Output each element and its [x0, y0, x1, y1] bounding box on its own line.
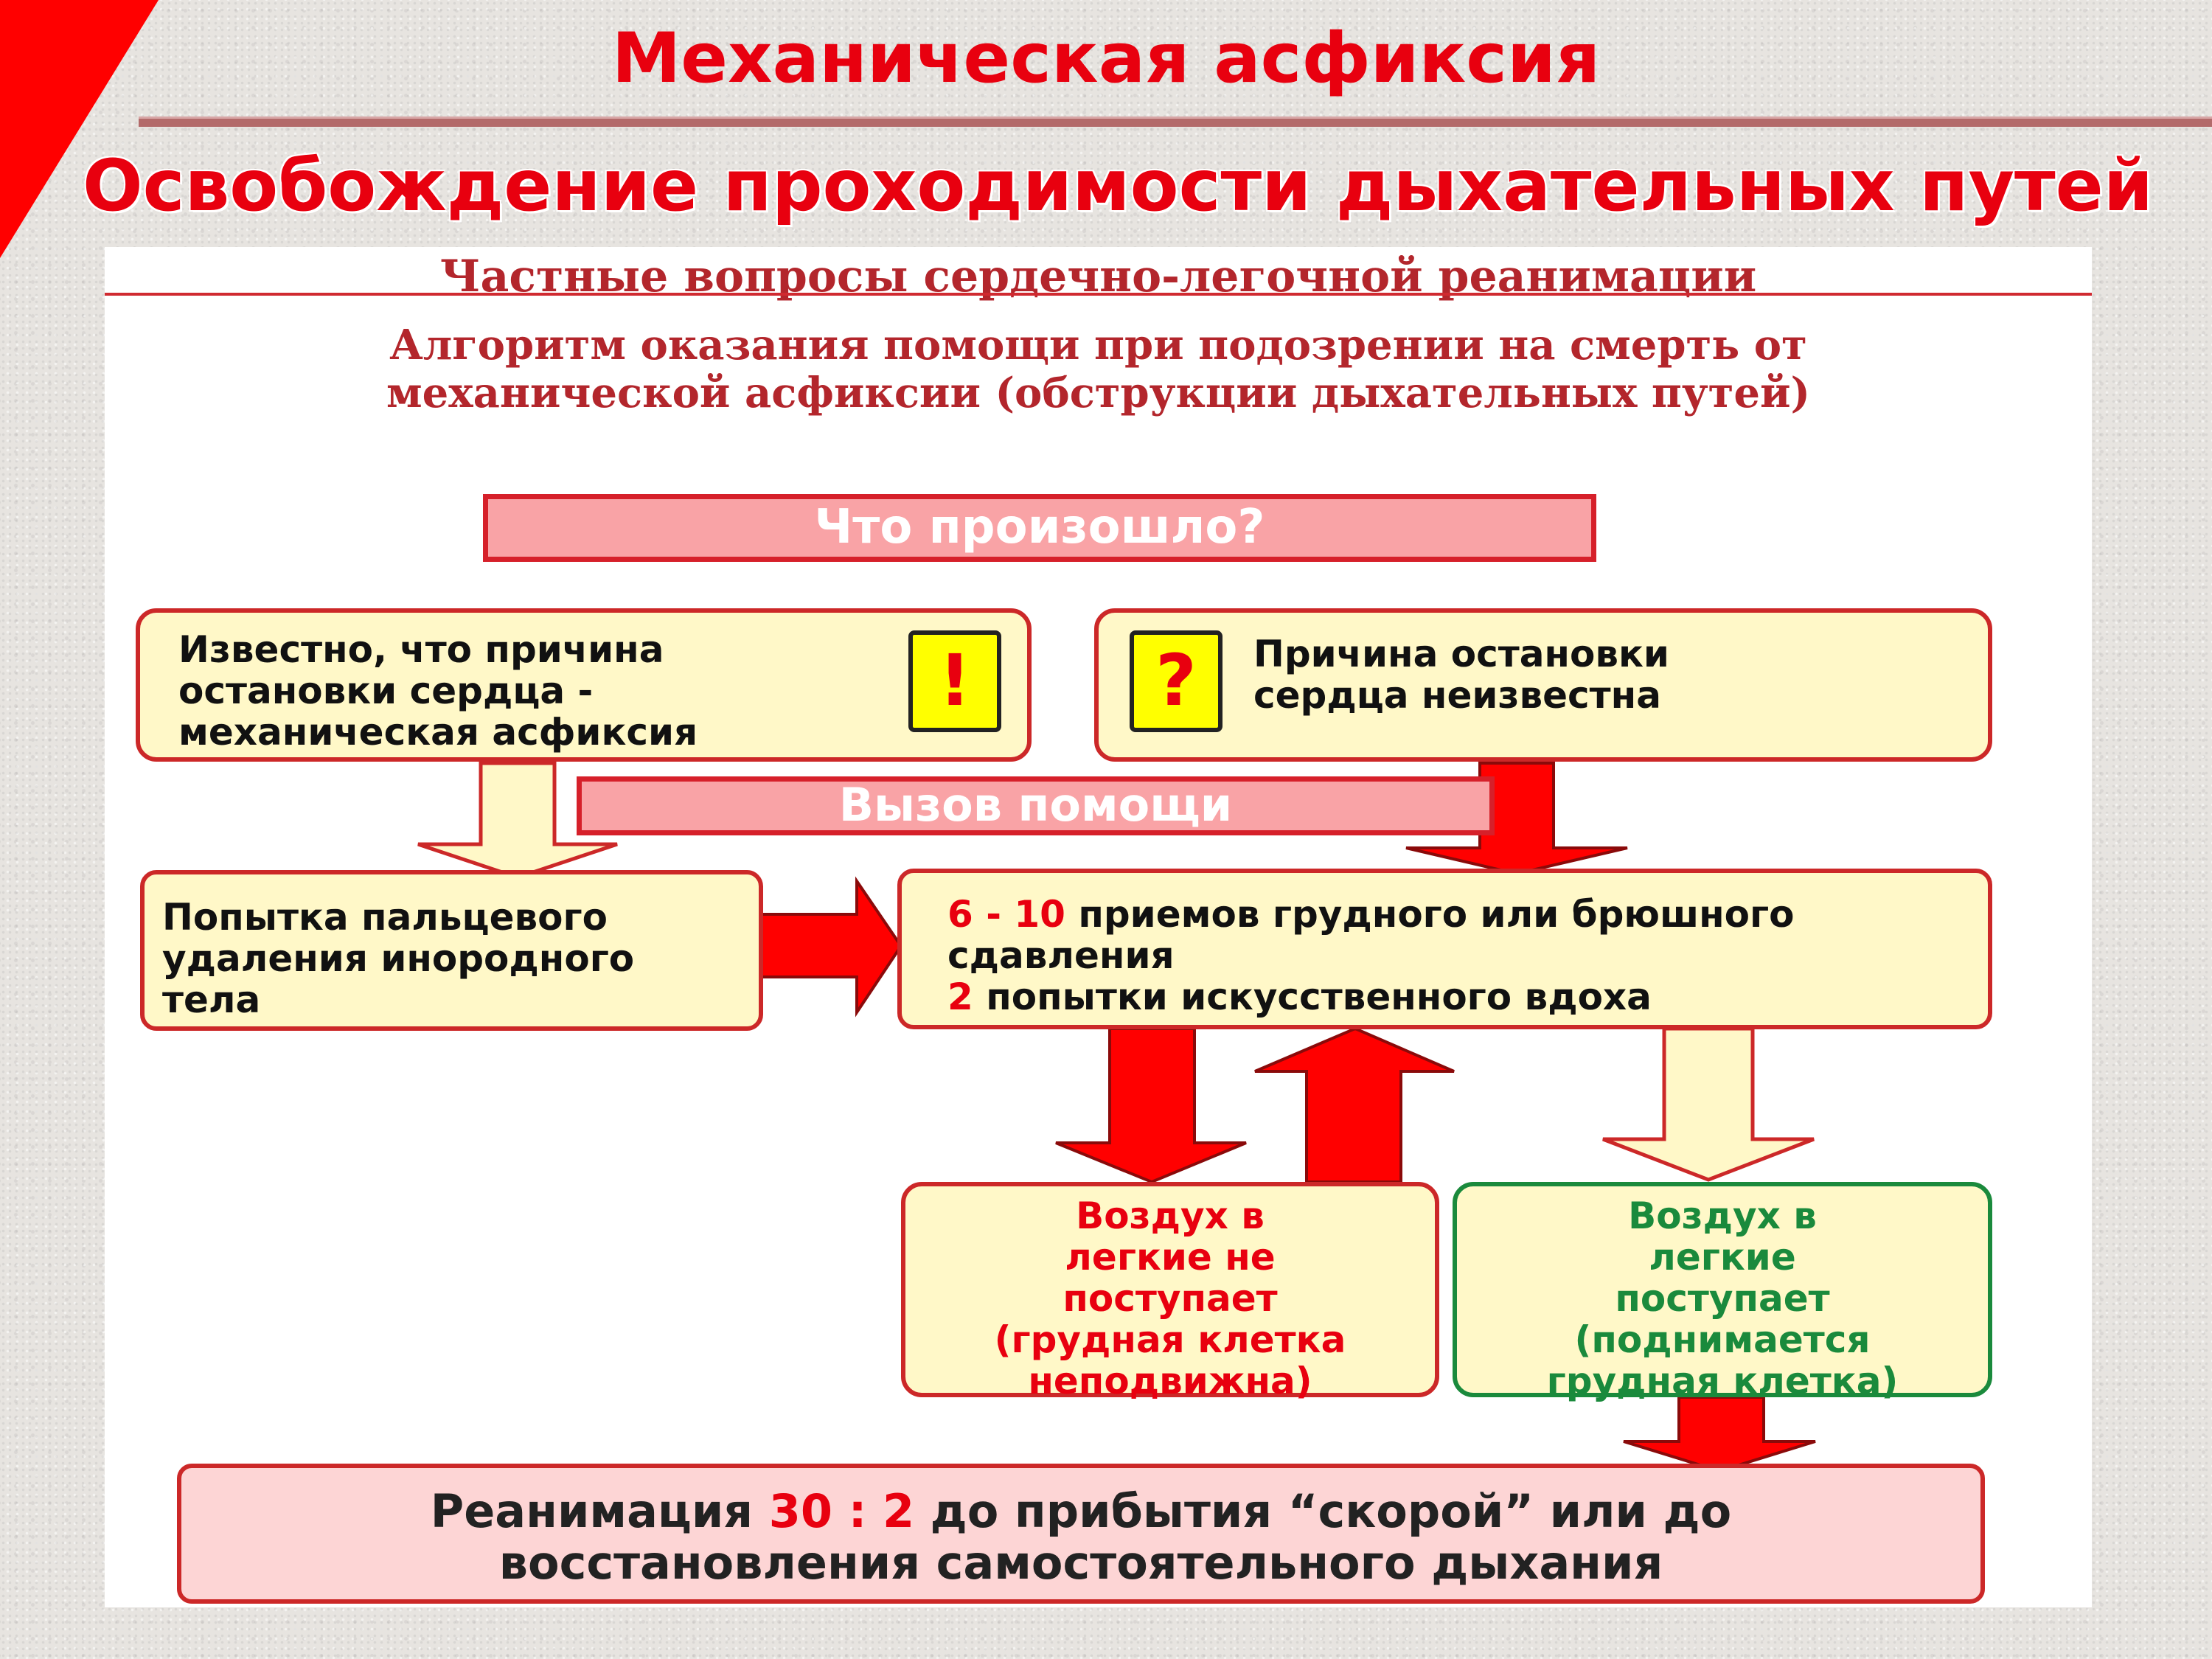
air-not-entering-line: неподвижна) [1028, 1360, 1312, 1402]
unknown-cause-line: Причина остановки [1253, 633, 1669, 675]
arrow-compressions-to-no-air [1055, 1027, 1247, 1184]
air-not-entering-line: поступает [1062, 1277, 1278, 1320]
panel-divider [105, 293, 2092, 296]
slide-title: Механическая асфиксия [611, 18, 1601, 99]
slide-subtitle: Освобождение проходимости дыхательных пу… [83, 145, 2154, 227]
finger-removal-line: удаления инородного [162, 937, 635, 980]
air-not-entering-box: Воздух в легкие не поступает (грудная кл… [901, 1182, 1439, 1402]
compressions-text: приемов грудного или брюшного [1065, 893, 1795, 936]
arrow-unknown-to-compressions [1405, 762, 1628, 876]
corner-decoration [0, 0, 159, 258]
compressions-box: 6 - 10 приемов грудного или брюшного сда… [897, 869, 1992, 1029]
panel-heading: Частные вопросы сердечно-легочной реаним… [439, 251, 1757, 302]
breaths-text: попытки искусственного вдоха [973, 975, 1652, 1018]
resuscitation-ratio: 30 : 2 [768, 1484, 915, 1538]
arrow-no-air-to-compressions [1254, 1026, 1455, 1183]
arrow-air-to-resuscitation [1623, 1396, 1816, 1473]
breaths-count: 2 [947, 975, 973, 1018]
unknown-cause-box: Причина остановки сердца неизвестна [1094, 608, 1992, 762]
finger-removal-line: тела [162, 978, 261, 1021]
known-cause-line: механическая асфиксия [178, 711, 698, 754]
air-entering-box: Воздух в легкие поступает (поднимается г… [1453, 1182, 1992, 1402]
resuscitation-box: Реанимация 30 : 2 до прибытия “скорой” и… [177, 1464, 1985, 1604]
algorithm-panel: Частные вопросы сердечно-легочной реаним… [105, 247, 2092, 1607]
unknown-cause-line: сердца неизвестна [1253, 674, 1661, 717]
flow-arrows [417, 761, 1816, 1473]
resuscitation-text: Реанимация [430, 1484, 769, 1538]
known-cause-box: Известно, что причина остановки сердца -… [136, 608, 1032, 762]
arrow-known-to-finger [417, 761, 618, 880]
algorithm-title-line2: механической асфиксии (обструкции дыхате… [386, 369, 1811, 417]
finger-removal-box: Попытка пальцевого удаления инородного т… [140, 870, 763, 1031]
what-happened-bar: Что произошло? [483, 494, 1596, 562]
compressions-count: 6 - 10 [947, 893, 1065, 936]
known-cause-line: Известно, что причина [178, 628, 664, 671]
resuscitation-line2: восстановления самостоятельного дыхания [498, 1536, 1663, 1590]
call-help-label: Вызов помощи [838, 778, 1233, 832]
air-entering-line: (поднимается [1574, 1318, 1871, 1361]
air-entering-line: Воздух в [1628, 1194, 1817, 1237]
air-entering-line: легкие [1649, 1236, 1796, 1279]
air-not-entering-line: Воздух в [1076, 1194, 1265, 1237]
air-not-entering-line: (грудная клетка [994, 1318, 1346, 1361]
exclamation-icon: ! [908, 630, 1001, 732]
air-entering-line: поступает [1615, 1277, 1830, 1320]
question-icon: ? [1130, 630, 1222, 732]
finger-removal-line: Попытка пальцевого [162, 896, 608, 939]
air-not-entering-line: легкие не [1065, 1236, 1276, 1279]
call-help-bar: Вызов помощи [577, 776, 1495, 835]
air-entering-line: грудная клетка) [1546, 1360, 1899, 1402]
what-happened-label: Что произошло? [814, 500, 1265, 554]
algorithm-title-line1: Алгоритм оказания помощи при подозрении … [389, 321, 1807, 369]
title-divider [139, 116, 2212, 127]
arrow-finger-to-compressions [758, 876, 903, 1018]
known-cause-line: остановки сердца - [178, 669, 594, 712]
arrow-compressions-to-air [1602, 1026, 1815, 1182]
compressions-text-2: сдавления [947, 934, 1175, 977]
resuscitation-text-2: до прибытия “скорой” или до [914, 1484, 1732, 1538]
